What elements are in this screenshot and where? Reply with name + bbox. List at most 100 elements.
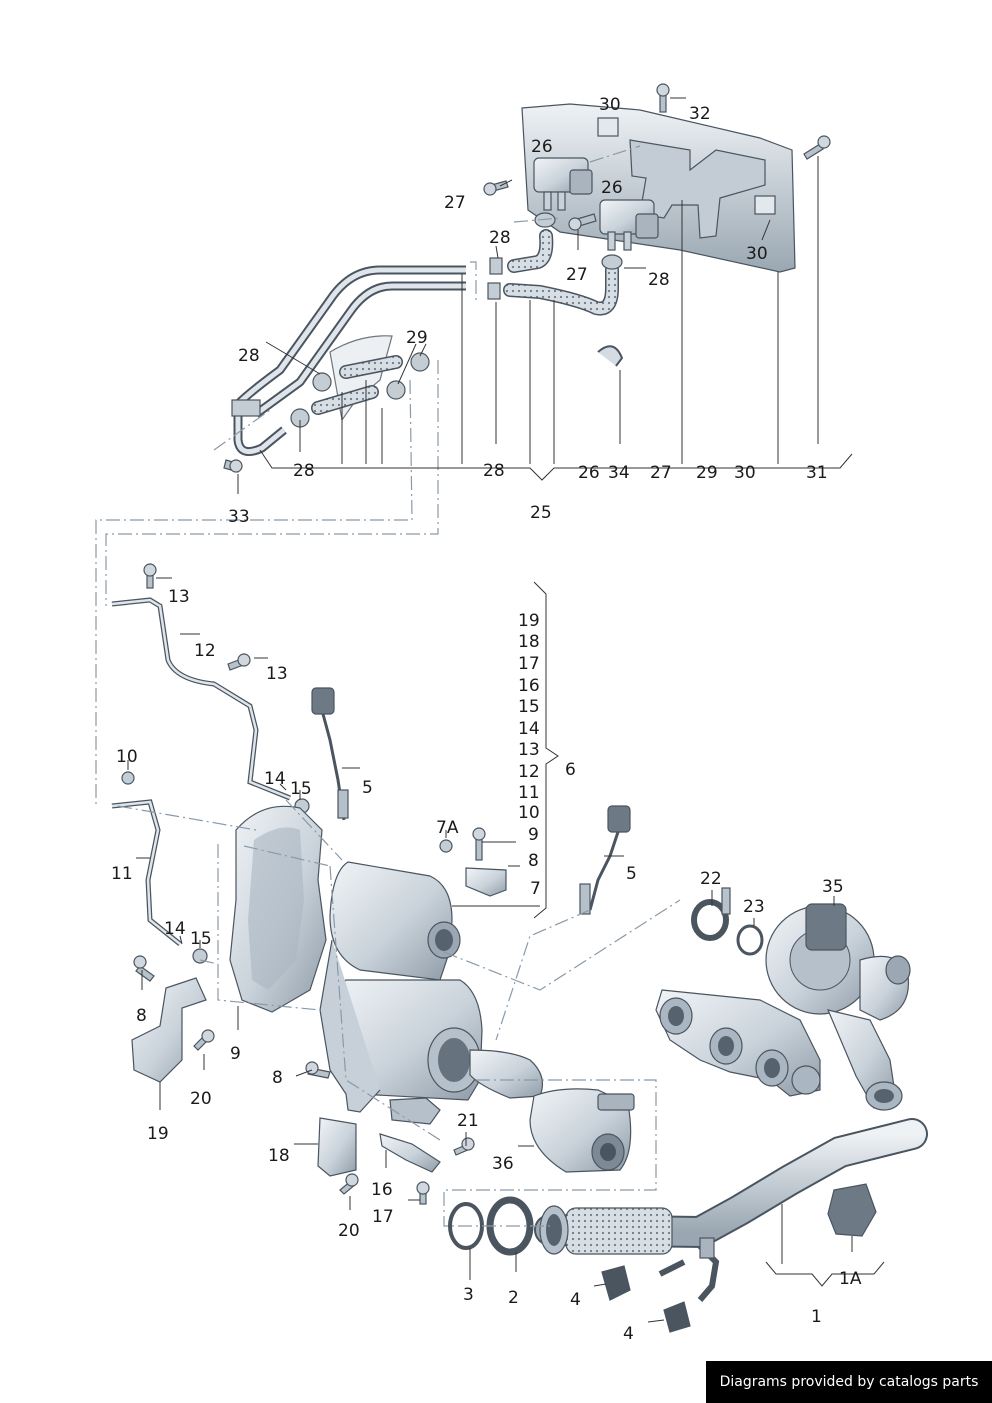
callout-36: 36 bbox=[492, 1154, 514, 1174]
bolt-27a bbox=[483, 180, 509, 196]
egr-valve-36 bbox=[529, 1088, 635, 1173]
bolt-17 bbox=[416, 1181, 430, 1205]
bracket-19 bbox=[131, 977, 207, 1083]
kit-item-18: 18 bbox=[518, 632, 540, 652]
callout-13: 13 bbox=[266, 664, 288, 684]
bracket-7 bbox=[465, 867, 507, 897]
converter-upper bbox=[329, 861, 453, 981]
leader-lines bbox=[127, 97, 885, 1323]
clamp-28c bbox=[489, 257, 503, 275]
bolt-21 bbox=[453, 1137, 475, 1156]
clip-30b bbox=[754, 195, 776, 215]
bolt-27b bbox=[568, 213, 597, 231]
lambda-sensor-5a bbox=[311, 687, 349, 821]
nut-15b bbox=[192, 948, 208, 964]
clamp-22 bbox=[691, 887, 731, 941]
clamp-28d bbox=[487, 282, 501, 300]
callout-27: 27 bbox=[650, 463, 672, 483]
callout-16: 16 bbox=[371, 1180, 393, 1200]
bolt-13b bbox=[227, 653, 251, 671]
heat-shield-1a bbox=[827, 1183, 877, 1237]
kit-item-16: 16 bbox=[518, 676, 540, 696]
sensor-bracket-group bbox=[223, 83, 831, 473]
nut-7a bbox=[439, 839, 453, 853]
clip-30a bbox=[597, 117, 619, 137]
callout-33: 33 bbox=[228, 507, 250, 527]
callout-20: 20 bbox=[190, 1089, 212, 1109]
bracket-16 bbox=[379, 1133, 441, 1173]
lambda-sensor-5b bbox=[579, 805, 631, 915]
callout-29: 29 bbox=[406, 328, 428, 348]
sensor-holder-bracket bbox=[629, 139, 766, 239]
bracket-18 bbox=[317, 1117, 357, 1177]
callout-8: 8 bbox=[272, 1068, 283, 1088]
bolt-8a bbox=[133, 955, 155, 982]
callout-3: 3 bbox=[463, 1285, 474, 1305]
callout-4: 4 bbox=[570, 1290, 581, 1310]
callout-22: 22 bbox=[700, 869, 722, 889]
callout-29: 29 bbox=[696, 463, 718, 483]
callout-28: 28 bbox=[489, 228, 511, 248]
kit-item-15: 15 bbox=[518, 697, 540, 717]
callout-6: 6 bbox=[565, 760, 576, 780]
gasket-23 bbox=[736, 924, 764, 956]
callout-28: 28 bbox=[293, 461, 315, 481]
callout-28: 28 bbox=[483, 461, 505, 481]
kit-item-17: 17 bbox=[518, 654, 540, 674]
callout-11: 11 bbox=[111, 864, 133, 884]
callout-31: 31 bbox=[806, 463, 828, 483]
callout-32: 32 bbox=[689, 104, 711, 124]
callout-34: 34 bbox=[608, 463, 630, 483]
callout-17: 17 bbox=[372, 1207, 394, 1227]
callout-27: 27 bbox=[566, 265, 588, 285]
callout-9: 9 bbox=[230, 1044, 241, 1064]
callout-10: 10 bbox=[116, 747, 138, 767]
callout-18: 18 bbox=[268, 1146, 290, 1166]
hanger-4a bbox=[601, 1265, 631, 1301]
bolt-20b bbox=[339, 1173, 359, 1195]
callout-13: 13 bbox=[168, 587, 190, 607]
clamp-28b bbox=[601, 254, 623, 270]
kit-item-8: 8 bbox=[528, 851, 539, 871]
callout-15: 15 bbox=[290, 779, 312, 799]
bolt-20a bbox=[193, 1029, 215, 1051]
callout-28: 28 bbox=[238, 346, 260, 366]
callout-30: 30 bbox=[746, 244, 768, 264]
callout-26: 26 bbox=[578, 463, 600, 483]
clamp-28a bbox=[534, 212, 556, 228]
kit-item-7: 7 bbox=[530, 879, 541, 899]
callout-28: 28 bbox=[648, 270, 670, 290]
kit-item-19: 19 bbox=[518, 611, 540, 631]
credit-text: Diagrams provided by catalogs parts bbox=[719, 1374, 979, 1390]
callout-7a: 7A bbox=[436, 818, 459, 838]
nut-10 bbox=[121, 771, 135, 785]
bolt-31 bbox=[803, 135, 831, 160]
lower-brackets bbox=[317, 1117, 475, 1205]
kit-item-10: 10 bbox=[518, 803, 540, 823]
callout-labels: 30 32 26 27 26 28 27 28 30 29 28 28 28 2… bbox=[111, 95, 862, 1344]
kit-item-13: 13 bbox=[518, 740, 540, 760]
callout-25: 25 bbox=[530, 503, 552, 523]
pressure-sensor-26a bbox=[533, 157, 593, 211]
callout-21: 21 bbox=[457, 1111, 479, 1131]
bolt-9 bbox=[472, 827, 486, 861]
bolt-8b bbox=[305, 1061, 331, 1079]
hanger-4b bbox=[663, 1301, 691, 1333]
turbocharger-35 bbox=[655, 903, 911, 1111]
callout-12: 12 bbox=[194, 641, 216, 661]
pressure-sensor-26b bbox=[599, 199, 659, 251]
callout-26: 26 bbox=[601, 178, 623, 198]
callout-15: 15 bbox=[190, 929, 212, 949]
catalytic-converter-group bbox=[305, 687, 631, 1125]
callout-1a: 1A bbox=[839, 1269, 862, 1289]
callout-1: 1 bbox=[811, 1307, 822, 1327]
callout-35: 35 bbox=[822, 877, 844, 897]
kit-item-11: 11 bbox=[518, 783, 540, 803]
callout-4: 4 bbox=[623, 1324, 634, 1344]
callout-8: 8 bbox=[136, 1006, 147, 1026]
kit-item-9: 9 bbox=[528, 825, 539, 845]
flex-section bbox=[565, 1207, 673, 1255]
temp-sender-pipe-group bbox=[111, 563, 327, 1083]
callout-23: 23 bbox=[743, 897, 765, 917]
